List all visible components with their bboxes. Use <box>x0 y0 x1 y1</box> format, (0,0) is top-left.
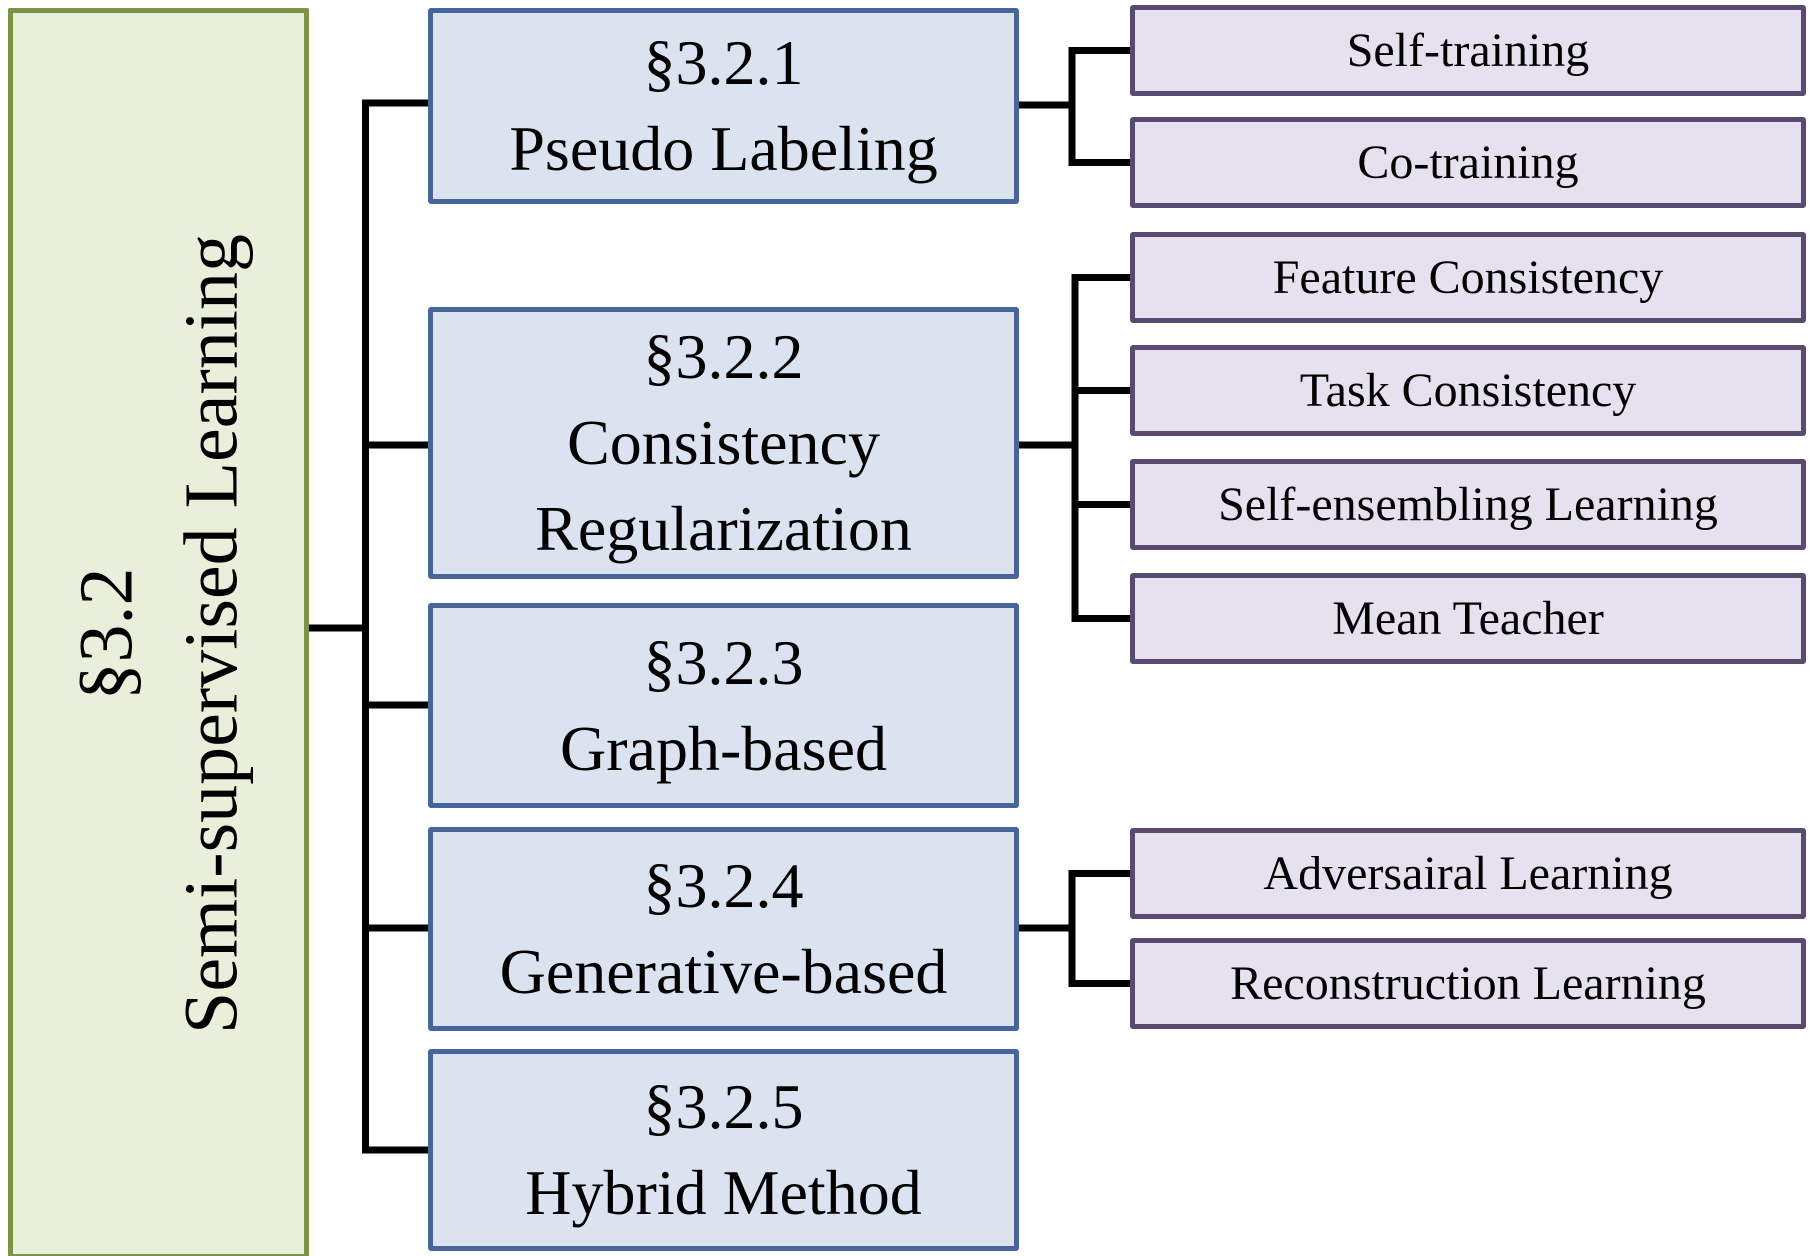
section-name: Consistency Regularization <box>535 407 912 564</box>
section-node-consistency-regularization: §3.2.2 Consistency Regularization <box>428 307 1019 579</box>
leaf-label: Adversairal Learning <box>1263 846 1673 900</box>
section-number: §3.2.3 <box>643 626 804 698</box>
root-node-label: §3.2 Semi-supervised Learning <box>18 18 299 1249</box>
section-name: Generative-based <box>499 936 948 1007</box>
root-node-semi-supervised-learning: §3.2 Semi-supervised Learning <box>8 8 309 1256</box>
root-section-title: Semi-supervised Learning <box>168 233 253 1034</box>
leaf-node-mean-teacher: Mean Teacher <box>1130 573 1806 664</box>
section-number: §3.2.2 <box>643 321 804 393</box>
leaf-label: Self-ensembling Learning <box>1218 477 1718 531</box>
trunk-connector <box>296 99 430 1154</box>
section-node-generative-based: §3.2.4 Generative-based <box>428 827 1019 1031</box>
bracket-generative-based <box>1016 870 1132 987</box>
bracket-pseudo-labeling <box>1016 47 1132 166</box>
leaf-node-reconstruction-learning: Reconstruction Learning <box>1130 938 1806 1029</box>
bracket-consistency-regularization <box>1016 274 1132 622</box>
section-name: Hybrid Method <box>525 1157 922 1228</box>
section-node-pseudo-labeling: §3.2.1 Pseudo Labeling <box>428 8 1019 204</box>
leaf-node-self-training: Self-training <box>1130 5 1806 96</box>
section-node-hybrid-method: §3.2.5 Hybrid Method <box>428 1049 1019 1251</box>
section-number: §3.2.1 <box>643 27 804 99</box>
leaf-node-self-ensembling-learning: Self-ensembling Learning <box>1130 459 1806 550</box>
section-name: Graph-based <box>560 712 887 784</box>
leaf-label: Self-training <box>1346 23 1590 77</box>
leaf-label: Feature Consistency <box>1272 250 1664 304</box>
leaf-node-co-training: Co-training <box>1130 117 1806 208</box>
leaf-node-feature-consistency: Feature Consistency <box>1130 232 1806 323</box>
section-number: §3.2.5 <box>643 1071 804 1143</box>
section-name: Pseudo Labeling <box>509 113 938 184</box>
root-section-number: §3.2 <box>63 567 148 700</box>
leaf-label: Mean Teacher <box>1332 591 1604 645</box>
leaf-node-adversairal-learning: Adversairal Learning <box>1130 828 1806 919</box>
leaf-label: Task Consistency <box>1299 363 1637 417</box>
section-number: §3.2.4 <box>643 850 804 922</box>
leaf-label: Co-training <box>1357 135 1579 189</box>
section-node-graph-based: §3.2.3 Graph-based <box>428 603 1019 808</box>
leaf-node-task-consistency: Task Consistency <box>1130 345 1806 436</box>
leaf-label: Reconstruction Learning <box>1230 956 1706 1010</box>
